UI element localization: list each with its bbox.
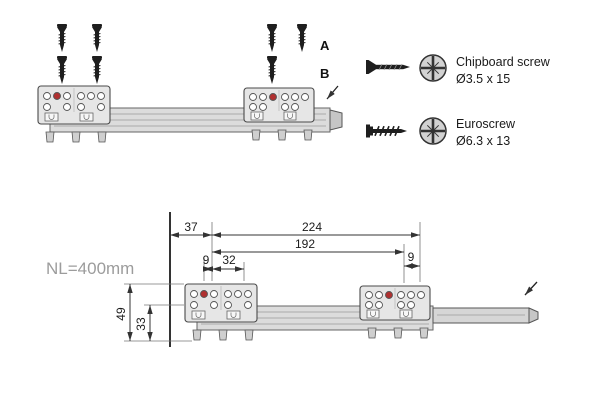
euroscrew-icon bbox=[91, 55, 103, 85]
slide-assembly-top bbox=[37, 85, 343, 143]
legend: Chipboard screw Ø3.5 x 15 bbox=[366, 54, 551, 148]
legend-chipboard-name: Chipboard screw bbox=[456, 55, 551, 69]
row-a-label: A bbox=[320, 38, 330, 53]
nominal-length-label: NL=400mm bbox=[46, 259, 134, 278]
chipboard-screw-icon bbox=[91, 23, 103, 53]
dim-left-offset: 9 bbox=[203, 253, 213, 272]
front-bracket bbox=[37, 85, 111, 125]
dim-right-offset: 9 bbox=[404, 250, 420, 269]
svg-text:32: 32 bbox=[222, 253, 236, 267]
chipboard-screw-icon bbox=[296, 23, 308, 53]
extension-arrow bbox=[524, 281, 538, 296]
rear-bracket bbox=[359, 285, 431, 321]
svg-text:9: 9 bbox=[408, 250, 415, 264]
svg-text:192: 192 bbox=[295, 237, 315, 251]
top-view: A B bbox=[37, 23, 551, 148]
chipboard-screw-icon bbox=[56, 23, 68, 53]
svg-text:224: 224 bbox=[302, 220, 322, 234]
euroscrew-icon bbox=[56, 55, 68, 85]
dim-back-hole-span: 224 bbox=[212, 220, 420, 238]
screw-row-b bbox=[56, 55, 278, 85]
dim-front-offset: 37 bbox=[170, 220, 212, 238]
dim-hole-group-width: 32 bbox=[212, 253, 244, 272]
extended-rail bbox=[432, 307, 530, 324]
extension-arrow bbox=[326, 85, 339, 100]
slide-assembly-bottom bbox=[184, 281, 539, 341]
dimension-view: NL=400mm 37 224 192 9 32 bbox=[46, 212, 539, 347]
dim-hole-height: 33 bbox=[134, 305, 153, 341]
rail-tip bbox=[329, 109, 343, 131]
euroscrew-icon bbox=[266, 55, 278, 85]
rear-bracket bbox=[243, 87, 315, 123]
rail-tip bbox=[528, 307, 539, 324]
row-b-label: B bbox=[320, 66, 329, 81]
legend-euroscrew-name: Euroscrew bbox=[456, 117, 516, 131]
chipboard-screw-legend-icon bbox=[366, 60, 410, 74]
pozidriv-icon bbox=[419, 54, 447, 82]
dim-overall-height: 49 bbox=[114, 284, 133, 341]
pozidriv-icon bbox=[419, 117, 447, 145]
svg-text:49: 49 bbox=[114, 307, 128, 321]
svg-text:37: 37 bbox=[184, 220, 198, 234]
euroscrew-legend-icon bbox=[366, 124, 407, 138]
legend-chipboard-size: Ø3.5 x 15 bbox=[456, 72, 510, 86]
screw-row-a bbox=[56, 23, 308, 53]
legend-chipboard-row: Chipboard screw Ø3.5 x 15 bbox=[366, 54, 551, 86]
dim-inner-hole-span: 192 bbox=[212, 237, 404, 255]
legend-euroscrew-size: Ø6.3 x 13 bbox=[456, 134, 510, 148]
legend-euroscrew-row: Euroscrew Ø6.3 x 13 bbox=[366, 117, 516, 148]
svg-text:33: 33 bbox=[134, 317, 148, 331]
front-bracket bbox=[184, 283, 258, 323]
chipboard-screw-icon bbox=[266, 23, 278, 53]
svg-text:9: 9 bbox=[203, 253, 210, 267]
